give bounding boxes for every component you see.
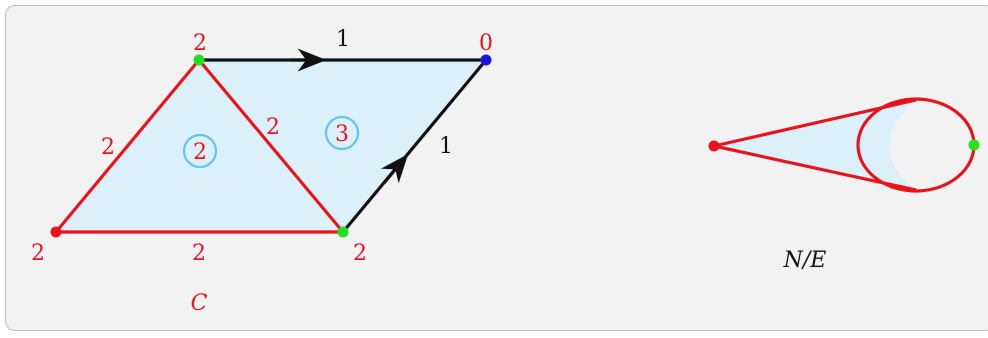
edge-label-right: 1 bbox=[439, 134, 453, 159]
vertex-label-top-right: 0 bbox=[479, 31, 493, 56]
edge-label-bottom: 2 bbox=[192, 241, 206, 266]
edge-right bbox=[341, 58, 488, 234]
vertex-wedge-apex bbox=[708, 140, 720, 152]
vertex-loop-right bbox=[968, 139, 980, 151]
complex-c-figure: 2 0 2 2 1 1 2 2 2 2 3 C bbox=[31, 27, 493, 316]
face-parallelogram bbox=[199, 60, 486, 232]
face-label-triangle: 2 bbox=[193, 140, 207, 165]
vertex-top-left bbox=[193, 54, 205, 66]
edge-right-arrow bbox=[380, 153, 409, 185]
edge-label-diagonal: 2 bbox=[266, 115, 280, 140]
caption-ne: N/E bbox=[783, 248, 827, 273]
vertex-label-bottom-right: 2 bbox=[353, 241, 367, 266]
face-label-parallelogram: 3 bbox=[335, 122, 349, 147]
face-label-triangle-circle bbox=[182, 133, 218, 169]
edge-label-top: 1 bbox=[336, 27, 350, 52]
vertex-top-right bbox=[480, 54, 492, 66]
face-label-parallelogram-circle bbox=[324, 115, 360, 151]
vertex-label-top-left: 2 bbox=[193, 31, 207, 56]
face-wedge bbox=[714, 100, 916, 190]
face-triangle bbox=[56, 60, 343, 232]
edge-diagonal bbox=[197, 58, 345, 234]
vertex-bottom-left bbox=[50, 226, 62, 238]
caption-c: C bbox=[191, 291, 208, 316]
quotient-ne-figure: N/E bbox=[708, 97, 980, 273]
edge-label-left: 2 bbox=[101, 135, 115, 160]
vertex-label-bottom-left: 2 bbox=[31, 241, 45, 266]
vertex-bottom-right bbox=[337, 226, 349, 238]
edge-left bbox=[54, 58, 201, 234]
